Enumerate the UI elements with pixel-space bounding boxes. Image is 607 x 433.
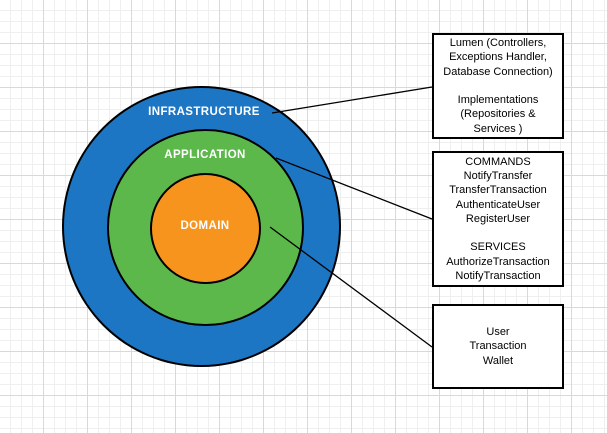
text-line: TransferTransaction bbox=[449, 184, 547, 197]
text-line bbox=[496, 226, 499, 240]
text-line: Lumen (Controllers, bbox=[449, 36, 547, 49]
text-line: Transaction bbox=[469, 340, 527, 353]
text-line: AuthenticateUser bbox=[455, 198, 541, 211]
ring-label-application: APPLICATION bbox=[164, 149, 246, 161]
text-line: AuthorizeTransaction bbox=[446, 255, 550, 268]
text-line: NotifyTransfer bbox=[463, 169, 533, 182]
box-infrastructure-details: Lumen (Controllers, Exceptions Handler,Da… bbox=[432, 33, 564, 139]
text-line: Exceptions Handler, bbox=[449, 51, 547, 64]
text-line: NotifyTransaction bbox=[455, 270, 541, 283]
connector-infrastructure-to-box bbox=[271, 86, 433, 114]
text-line bbox=[496, 79, 499, 93]
text-line: Implementations bbox=[457, 94, 539, 107]
ring-label-infrastructure: INFRASTRUCTURE bbox=[148, 106, 260, 118]
text-line: Wallet bbox=[482, 354, 514, 367]
text-line: SERVICES bbox=[470, 241, 526, 254]
text-line: (Repositories & bbox=[460, 108, 536, 121]
text-line: COMMANDS bbox=[465, 155, 531, 168]
ring-domain bbox=[150, 173, 261, 284]
ring-label-domain: DOMAIN bbox=[180, 220, 230, 232]
text-line: User bbox=[486, 326, 510, 339]
text-line: RegisterUser bbox=[465, 212, 531, 225]
text-line: Services ) bbox=[473, 122, 523, 135]
text-line: Database Connection) bbox=[443, 65, 553, 78]
